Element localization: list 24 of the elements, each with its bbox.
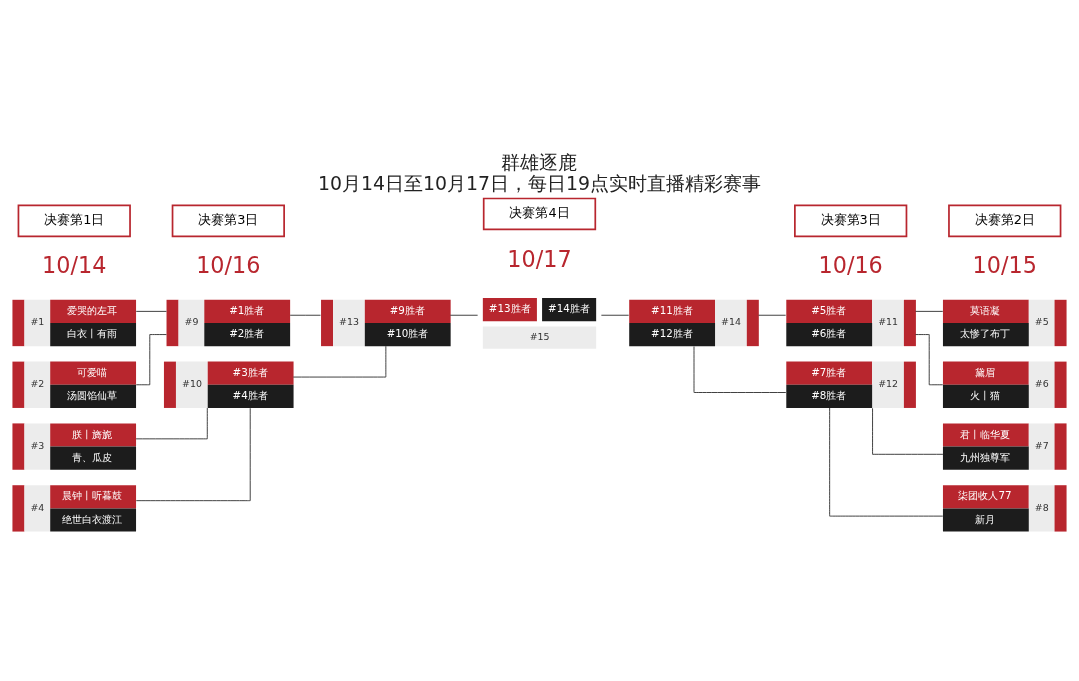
caption: 10月14日至10月17日，每日19点实时直播精彩赛事: [317, 171, 762, 194]
connector: [829, 407, 944, 517]
connector: [693, 345, 787, 393]
label: 10/14: [42, 251, 107, 278]
connector: [135, 310, 167, 312]
label: 10/16: [196, 251, 261, 278]
connector: [915, 310, 944, 312]
connector: [292, 345, 387, 377]
node-box: 决赛第3日: [171, 204, 285, 237]
label: 10/16: [818, 251, 883, 278]
connector: [449, 314, 479, 316]
label: 10/17: [507, 245, 572, 272]
node-box: 决赛第2日: [948, 204, 1062, 237]
connector: [135, 407, 208, 439]
connector: [289, 314, 321, 316]
node-box: 决赛第3日: [794, 204, 908, 237]
connector: [600, 314, 630, 316]
label: 10/15: [972, 251, 1037, 278]
diagram-title: 群雄逐鹿: [501, 150, 578, 173]
node-box: 决赛第4日: [482, 197, 597, 230]
connector: [758, 314, 787, 316]
node-box: 决赛第1日: [17, 204, 131, 237]
connector: [872, 407, 944, 455]
connector: [135, 407, 251, 501]
